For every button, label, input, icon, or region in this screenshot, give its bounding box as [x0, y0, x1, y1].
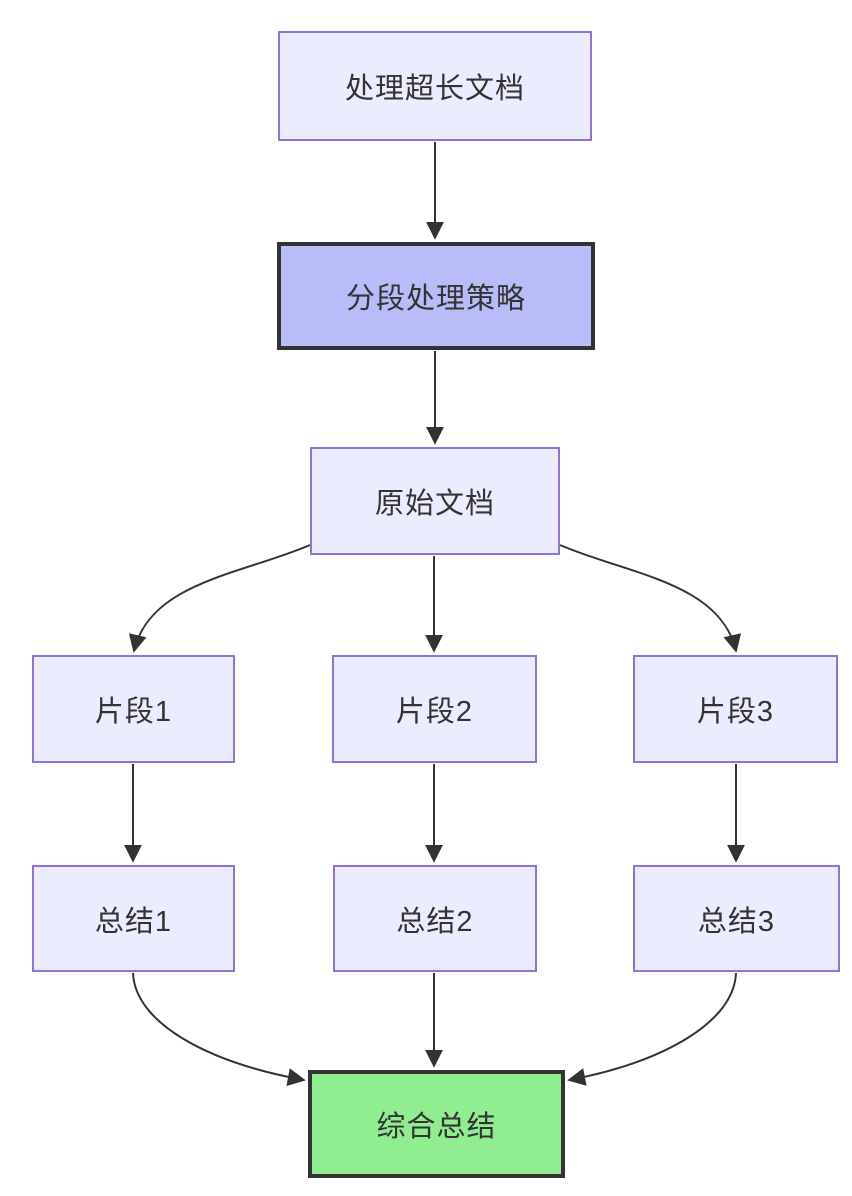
- node-original: 原始文档: [310, 447, 560, 555]
- node-final-label: 综合总结: [376, 1111, 497, 1143]
- node-sum3-label: 总结3: [697, 905, 776, 938]
- edge-sum1-to-final: [132, 972, 306, 1086]
- node-start-label: 处理超长文档: [344, 73, 525, 105]
- node-original-label: 原始文档: [374, 488, 495, 520]
- node-sum1: 总结1: [32, 865, 235, 972]
- node-frag3-label: 片段3: [696, 696, 775, 728]
- node-final: 综合总结: [308, 1070, 565, 1178]
- node-start: 处理超长文档: [278, 31, 592, 141]
- edge-sum3-to-final: [567, 972, 737, 1086]
- node-strategy: 分段处理策略: [277, 242, 595, 350]
- node-frag2: 片段2: [332, 655, 537, 763]
- node-sum3: 总结3: [633, 865, 840, 972]
- node-sum1-label: 总结1: [94, 905, 173, 938]
- node-frag2-label: 片段2: [395, 696, 474, 728]
- edge-original-to-frag3: [559, 544, 742, 653]
- node-frag1-label: 片段1: [94, 696, 173, 728]
- node-sum2-label: 总结2: [396, 905, 474, 938]
- node-frag3: 片段3: [633, 655, 838, 763]
- node-frag1: 片段1: [32, 655, 235, 763]
- edge-original-to-frag1: [128, 544, 311, 653]
- node-strategy-label: 分段处理策略: [345, 283, 526, 315]
- node-sum2: 总结2: [333, 865, 537, 972]
